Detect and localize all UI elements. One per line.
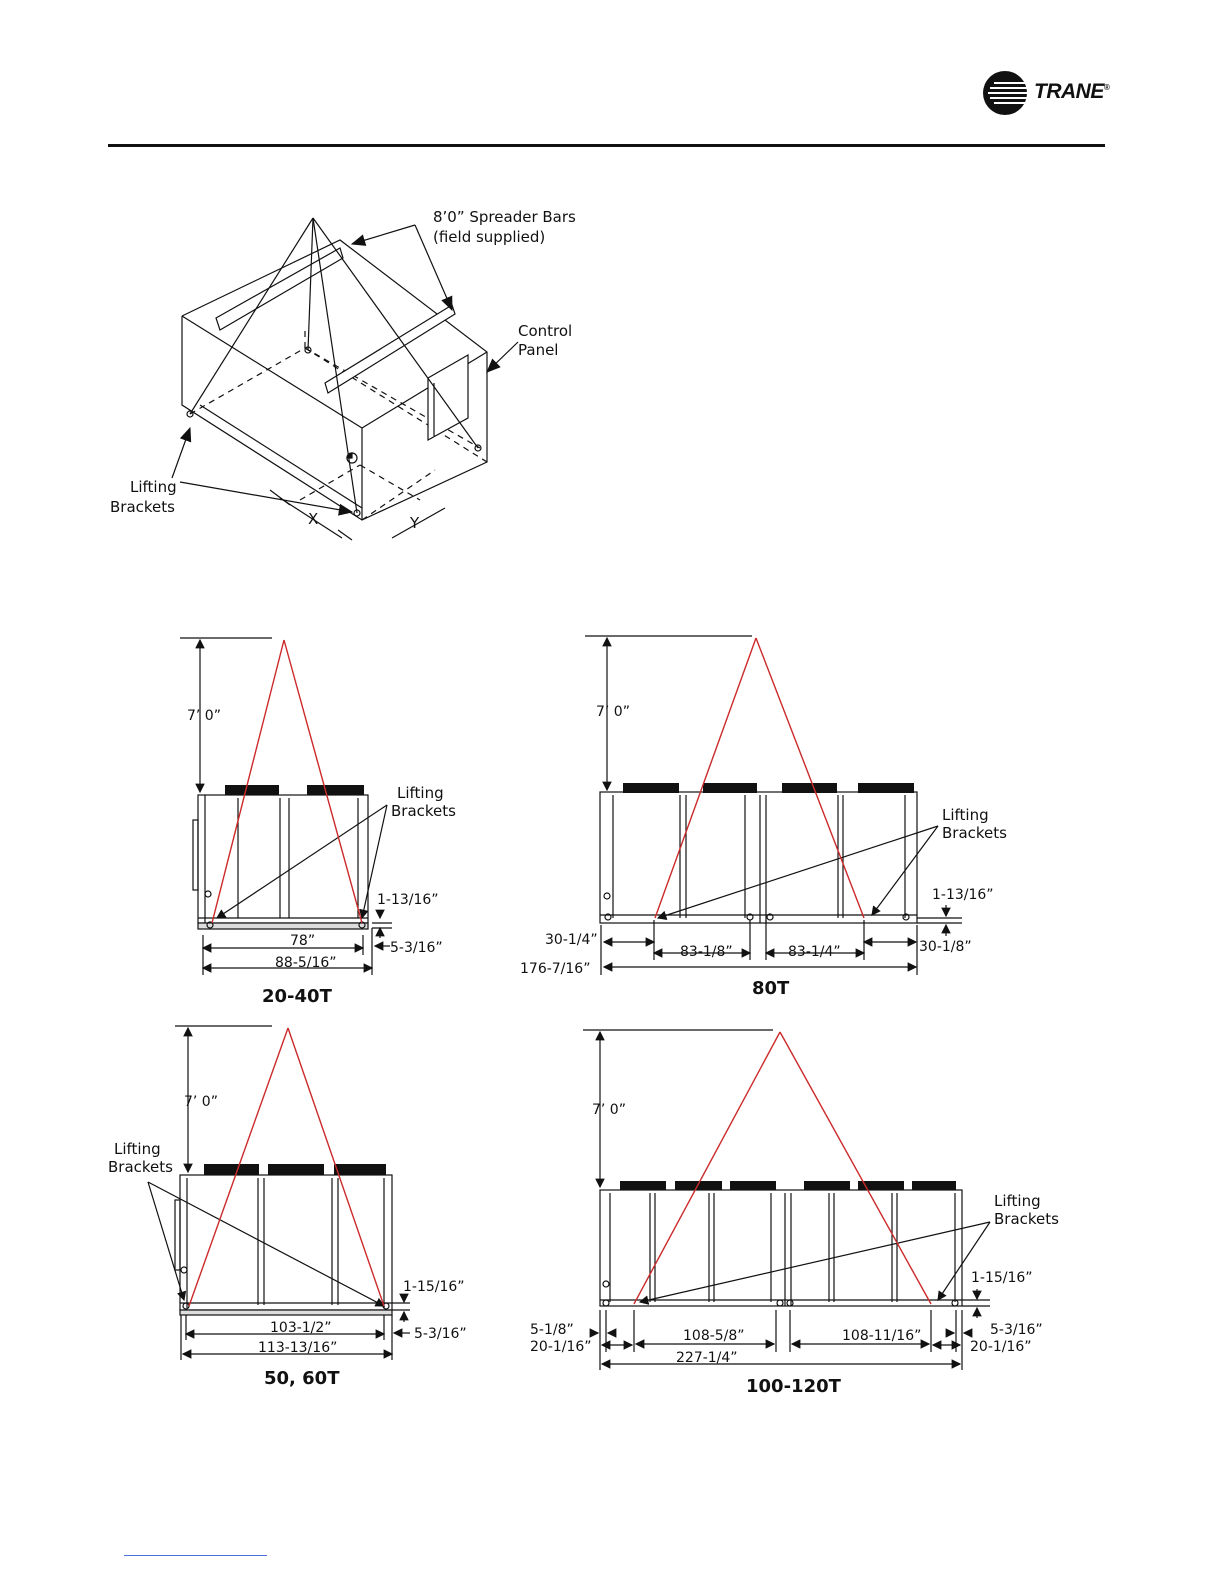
y-dimension-label: Y [409, 514, 420, 532]
control-panel-label-line1: Control [518, 322, 572, 340]
view1-lifting-line1: Lifting [397, 784, 444, 802]
view4-dim-left-offset: 20-1/16” [530, 1339, 592, 1355]
view2-dim-right-offset: 30-1/8” [919, 939, 972, 955]
view2-height-label: 7’ 0” [596, 704, 630, 720]
view3-lifting-line1: Lifting [114, 1140, 161, 1158]
view2-caption: 80T [752, 978, 790, 999]
spreader-bars-label-line1: 8’0” Spreader Bars [433, 208, 576, 226]
view1-height-label: 7’ 0” [187, 708, 221, 724]
x-dimension-label: X [308, 510, 318, 528]
view4-dim-overall: 227-1/4” [676, 1350, 738, 1366]
view3-dim-offset: 5-3/16” [414, 1326, 467, 1342]
view1-dim-offset: 5-3/16” [390, 940, 443, 956]
trane-logo-icon [983, 71, 1030, 115]
view1-caption: 20-40T [262, 986, 333, 1007]
view4-lifting-line2: Brackets [994, 1210, 1059, 1228]
view4-dim-left-span: 108-5/8” [683, 1328, 745, 1344]
view-100-120T: 7’ 0” Lifting Brackets 1-15/16” 5-1/8” 2… [530, 1029, 1059, 1397]
view-20-40T: 7’ 0” Lifting Brackets 1-13/16” 78” 5-3/… [180, 637, 456, 1007]
view2-dim-overall: 176-7/16” [520, 961, 590, 977]
view2-lifting-line2: Brackets [942, 824, 1007, 842]
view2-dim-left-offset: 30-1/4” [545, 932, 598, 948]
view3-height-label: 7’ 0” [184, 1094, 218, 1110]
view4-dim-left-small: 5-1/8” [530, 1322, 574, 1338]
view2-dim-bracket: 1-13/16” [932, 887, 994, 903]
view3-lifting-line2: Brackets [108, 1158, 173, 1176]
control-panel-label-line2: Panel [518, 341, 558, 359]
view3-dim-overall: 113-13/16” [258, 1340, 337, 1356]
view3-dim-bracket: 1-15/16” [403, 1279, 465, 1295]
view3-dim-span: 103-1/2” [270, 1320, 332, 1336]
view-50-60T: 7’ 0” Lifting Brackets 1-15/16” 103-1/2”… [108, 1025, 467, 1389]
view4-caption: 100-120T [746, 1376, 842, 1397]
view-80T: 7’ 0” Lifting Brackets 1-13/16” 30-1/4” … [520, 635, 1007, 999]
footer-link-rule[interactable] [124, 1555, 267, 1556]
view3-caption: 50, 60T [264, 1368, 340, 1389]
view1-dim-bracket: 1-13/16” [377, 892, 439, 908]
isometric-view [181, 217, 488, 541]
spreader-bars-label-line2: (field supplied) [433, 228, 545, 246]
view4-lifting-line1: Lifting [994, 1192, 1041, 1210]
brand-name: TRANE® [1034, 80, 1110, 103]
view4-dim-bracket: 1-15/16” [971, 1270, 1033, 1286]
iso-lifting-label-line1: Lifting [130, 478, 177, 496]
view4-dim-right-small: 5-3/16” [990, 1322, 1043, 1338]
view4-height-label: 7’ 0” [592, 1102, 626, 1118]
view4-dim-right-span: 108-11/16” [842, 1328, 921, 1344]
view2-dim-right-span: 83-1/4” [788, 944, 841, 960]
iso-lifting-label-line2: Brackets [110, 498, 175, 516]
view2-lifting-line1: Lifting [942, 806, 989, 824]
view4-dim-right-offset: 20-1/16” [970, 1339, 1032, 1355]
header-rule [108, 144, 1105, 147]
view1-lifting-line2: Brackets [391, 802, 456, 820]
view2-dim-left-span: 83-1/8” [680, 944, 733, 960]
view1-dim-78: 78” [290, 933, 315, 949]
view1-dim-overall: 88-5/16” [275, 955, 337, 971]
